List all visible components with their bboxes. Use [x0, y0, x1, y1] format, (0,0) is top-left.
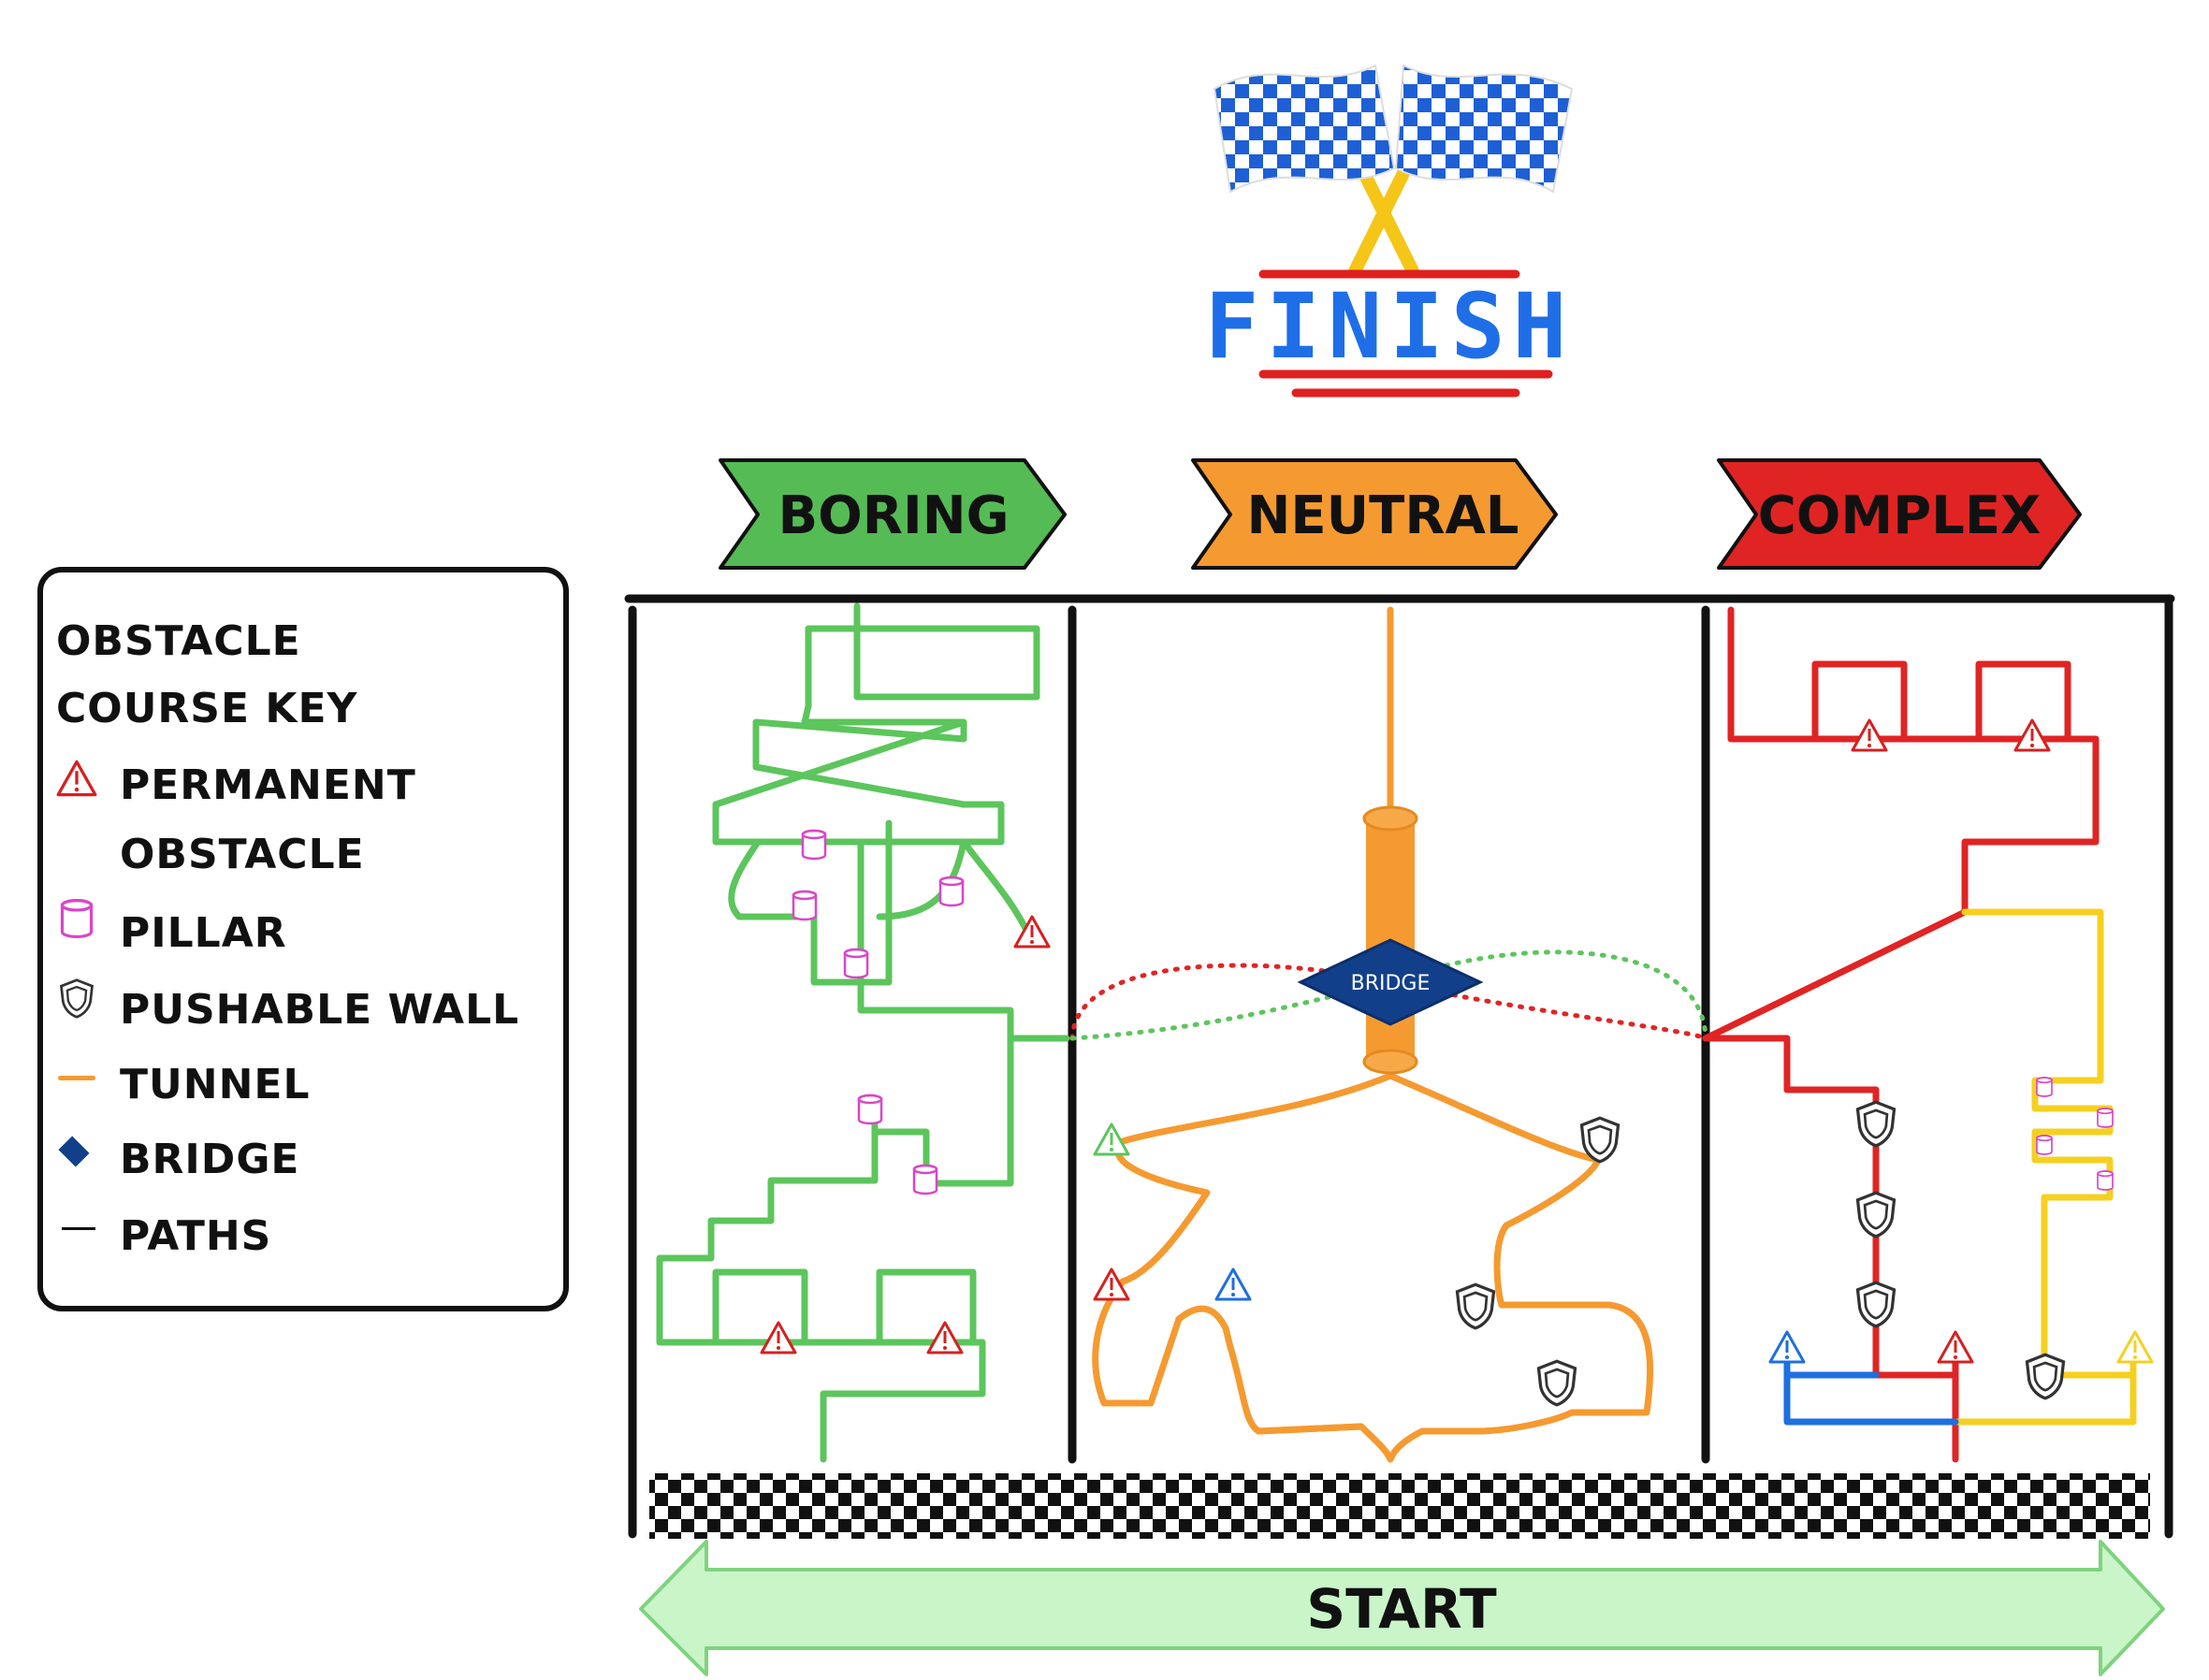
warning-triangle-icon	[2116, 1330, 2154, 1364]
key-label-permanent-obstacle: PERMANENT	[120, 761, 416, 809]
start-arrow: START	[639, 1540, 2165, 1676]
pillar-icon	[938, 876, 965, 907]
key-title-line1: OBSTACLE	[56, 617, 301, 665]
warning-triangle-icon	[1937, 1330, 1974, 1364]
bridge-diamond-icon: BRIDGE	[1297, 938, 1484, 1026]
pillar-icon	[2036, 1077, 2053, 1097]
category-banner-boring: BORING	[719, 458, 1067, 570]
neutral-paths	[1092, 606, 1654, 1463]
pillar-icon	[2097, 1170, 2114, 1191]
pillar-icon	[2036, 1135, 2053, 1155]
warning-triangle-icon	[760, 1321, 797, 1354]
category-banner-neutral: NEUTRAL	[1191, 458, 1558, 570]
pillar-icon	[792, 890, 818, 921]
checkered-start-line	[649, 1473, 2150, 1539]
shield-icon	[1536, 1359, 1577, 1407]
key-label-pushable-wall: PUSHABLE WALL	[120, 986, 520, 1034]
key-label-permanent-obstacle-line2: OBSTACLE	[120, 831, 365, 878]
key-title-line2: COURSE KEY	[56, 685, 358, 732]
category-label-neutral: NEUTRAL	[1247, 485, 1519, 546]
finish-flags-icon	[1213, 64, 1574, 278]
warning-triangle-icon	[2013, 718, 2051, 752]
key-label-tunnel: TUNNEL	[120, 1061, 311, 1108]
key-label-paths: PATHS	[120, 1212, 272, 1260]
key-label-pillar: PILLAR	[120, 909, 287, 957]
key-label-bridge: BRIDGE	[120, 1136, 300, 1183]
shield-icon	[60, 978, 94, 1019]
pillar-icon	[912, 1164, 938, 1195]
tunnel-line-icon	[58, 1076, 95, 1080]
complex-yellow-paths	[1952, 908, 2137, 1426]
category-label-complex: COMPLEX	[1758, 485, 2042, 546]
shield-icon	[1455, 1282, 1496, 1330]
finish-label: FINISH	[1205, 274, 1575, 379]
pillar-icon	[2097, 1108, 2114, 1128]
shield-icon	[1855, 1191, 1897, 1238]
path-line-icon	[62, 1227, 95, 1230]
pillar-icon	[801, 829, 827, 861]
complex-blue-paths	[1783, 1343, 1959, 1426]
shield-icon	[1855, 1281, 1897, 1328]
warning-triangle-icon	[56, 760, 97, 797]
category-banner-complex: COMPLEX	[1717, 458, 2082, 570]
warning-triangle-icon	[1214, 1267, 1252, 1301]
warning-triangle-icon	[1851, 718, 1888, 752]
boring-paths	[656, 602, 1070, 1463]
bridge-label: BRIDGE	[1351, 972, 1431, 995]
shield-icon	[2025, 1353, 2066, 1400]
shield-icon	[1855, 1100, 1897, 1148]
warning-triangle-icon	[1768, 1330, 1806, 1364]
obstacle-course-key	[37, 567, 569, 1311]
warning-triangle-icon	[926, 1321, 964, 1354]
pillar-icon	[843, 948, 869, 979]
pillar-icon	[60, 898, 94, 939]
pillar-icon	[857, 1093, 883, 1125]
category-label-boring: BORING	[778, 485, 1009, 546]
start-label: START	[1306, 1577, 1497, 1641]
